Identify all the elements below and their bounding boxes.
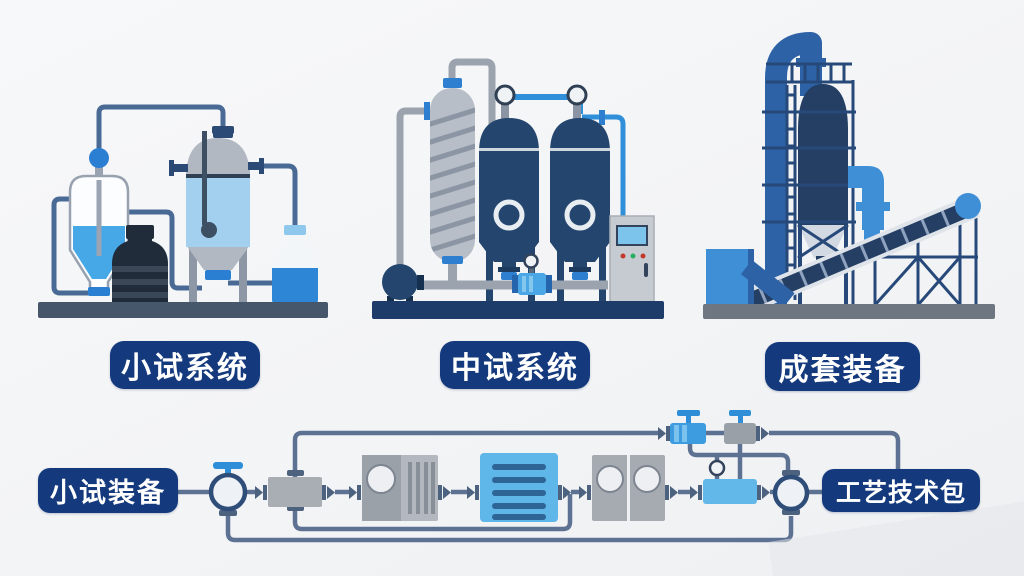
pressure-gauge-icon bbox=[494, 84, 516, 106]
control-cabinet-icon bbox=[609, 215, 655, 303]
complete-equipment-illustration bbox=[703, 32, 995, 319]
pipe-fittings bbox=[219, 426, 800, 516]
label-small-test-system: 小试系统 bbox=[110, 341, 260, 389]
twin-filter-unit-icon bbox=[592, 455, 665, 521]
feed-vessel-icon bbox=[268, 477, 322, 507]
inline-valve-icon bbox=[512, 253, 552, 295]
plate-heat-exchanger-icon bbox=[480, 453, 558, 522]
equipment-platform bbox=[703, 304, 995, 319]
blue-bypass-valve-icon bbox=[670, 410, 706, 444]
scaffold-frame bbox=[762, 62, 856, 305]
pilot-pipes bbox=[396, 58, 496, 270]
conveyor-head-pulley bbox=[955, 193, 981, 219]
cabinet-signal-pipe bbox=[582, 114, 626, 218]
label-pilot-test-system: 中试系统 bbox=[440, 341, 590, 389]
pilot-platform bbox=[372, 301, 664, 319]
silo-tower-icon bbox=[798, 84, 848, 225]
lab-platform bbox=[38, 302, 328, 318]
pipe-flange bbox=[599, 110, 605, 125]
feed-hopper-icon bbox=[706, 249, 795, 308]
striped-packed-column-icon bbox=[424, 78, 475, 284]
label-small-test-equipment: 小试装备 bbox=[38, 468, 178, 513]
reactor-tank-icon bbox=[169, 131, 264, 304]
solvent-bottle-icon bbox=[272, 225, 318, 304]
label-complete-equipment: 成套装备 bbox=[765, 342, 920, 391]
reactor-vessels-icon bbox=[479, 84, 610, 302]
cabinet-handle bbox=[644, 263, 648, 277]
small-test-system-illustration bbox=[38, 104, 328, 318]
gray-bypass-valve-icon bbox=[724, 410, 756, 444]
collection-bottle-icon bbox=[112, 225, 168, 302]
buffer-tank-icon bbox=[703, 479, 757, 504]
conveyor-truss bbox=[850, 210, 978, 307]
bottom-flow-diagram bbox=[178, 410, 901, 543]
label-process-technology-package: 工艺技术包 bbox=[822, 469, 980, 512]
inclined-conveyor-icon bbox=[737, 195, 980, 315]
pilot-test-system-illustration bbox=[372, 58, 664, 319]
circulation-pump-icon bbox=[382, 264, 424, 305]
compressor-unit-icon bbox=[362, 455, 438, 521]
hand-valve-icon bbox=[208, 462, 248, 512]
cabinet-screen bbox=[616, 225, 648, 246]
circulation-pump-flow-icon bbox=[772, 474, 810, 512]
flow-lines bbox=[178, 430, 901, 543]
pressure-gauge-icon bbox=[566, 84, 588, 106]
pressure-gauge-icon bbox=[708, 459, 726, 477]
